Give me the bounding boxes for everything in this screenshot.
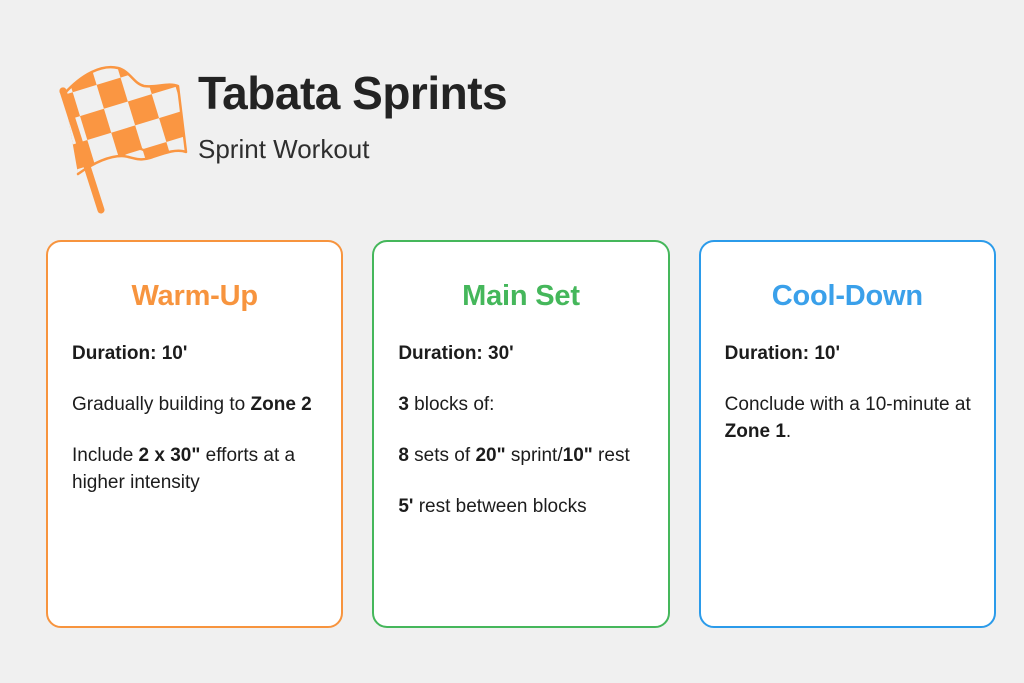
workout-sections: Warm-Up Duration: 10' Gradually building …: [46, 240, 996, 628]
checkered-flag-icon: [52, 60, 192, 220]
card-body-cool-down: Duration: 10' Conclude with a 10-minute a…: [724, 341, 971, 446]
card-title-warm-up: Warm-Up: [131, 280, 258, 312]
page-title: Tabata Sprints: [198, 67, 508, 119]
card-paragraph: 8 sets of 20" sprint/10" rest: [398, 445, 630, 467]
card-paragraph: 3 blocks of:: [398, 394, 495, 416]
card-paragraph: Duration: 10': [72, 343, 188, 365]
header-text-group: Tabata Sprints Sprint Workout: [198, 67, 958, 165]
card-body-warm-up: Duration: 10' Gradually building to Zone …: [71, 341, 318, 497]
page-subtitle: Sprint Workout: [198, 133, 370, 164]
header: Tabata Sprints Sprint Workout: [48, 56, 968, 216]
card-warm-up: Warm-Up Duration: 10' Gradually building …: [46, 240, 344, 628]
card-main-set: Main Set Duration: 30' 3 blocks of: 8 sets…: [372, 240, 670, 628]
card-paragraph: Duration: 10': [724, 343, 841, 365]
card-paragraph: Duration: 30': [398, 343, 514, 365]
card-paragraph: Gradually building to Zone 2: [72, 394, 312, 416]
card-paragraph: 5' rest between blocks: [398, 496, 587, 518]
card-paragraph: Conclude with a 10-minute at Zone 1.: [724, 394, 971, 443]
card-body-main-set: Duration: 30' 3 blocks of: 8 sets of 20" s…: [397, 341, 644, 521]
card-title-main-set: Main Set: [462, 280, 580, 312]
card-title-cool-down: Cool-Down: [771, 280, 923, 312]
card-paragraph: Include 2 x 30" efforts at a higher inte…: [72, 445, 296, 494]
card-cool-down: Cool-Down Duration: 10' Conclude with a 1…: [698, 240, 996, 628]
